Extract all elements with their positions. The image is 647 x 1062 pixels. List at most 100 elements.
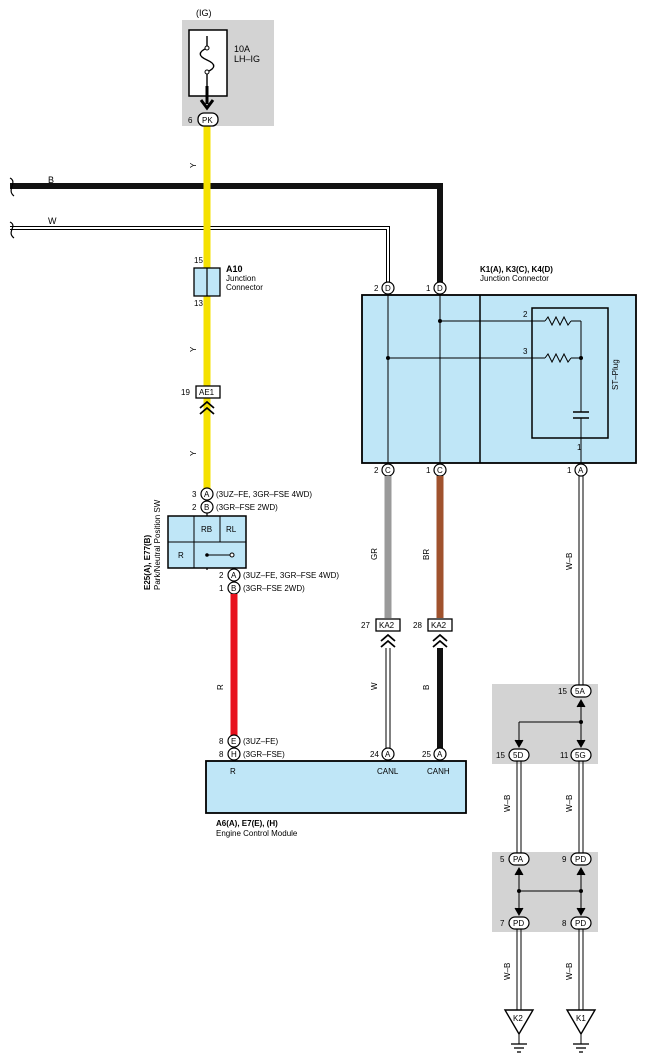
- svg-text:15: 15: [496, 751, 505, 760]
- chevron-up-icon: [199, 400, 215, 415]
- svg-text:B: B: [422, 685, 431, 690]
- fuse-group-label: (IG): [196, 8, 212, 18]
- svg-text:K2: K2: [513, 1014, 523, 1023]
- jc-title: K1(A), K3(C), K4(D): [480, 265, 553, 274]
- svg-text:BR: BR: [422, 549, 431, 560]
- a10-pin-bottom: 13: [194, 299, 203, 308]
- st-plug-label: ST–Plug: [611, 359, 620, 390]
- arrow-up-icon: [576, 866, 586, 876]
- svg-text:1: 1: [426, 466, 431, 475]
- svg-text:D: D: [437, 284, 443, 293]
- connector-ka2-27: [375, 618, 401, 632]
- svg-text:KA2: KA2: [379, 621, 395, 630]
- svg-text:2: 2: [374, 466, 379, 475]
- svg-text:R: R: [230, 767, 236, 776]
- switch-title: E25(A), E77(B): [143, 535, 152, 590]
- svg-text:CANH: CANH: [427, 767, 450, 776]
- ecm-subtitle: Engine Control Module: [216, 829, 298, 838]
- wire-y-label-2: Y: [189, 346, 198, 352]
- svg-text:1: 1: [219, 584, 224, 593]
- svg-text:25: 25: [422, 750, 431, 759]
- ground-k1-icon: [565, 1009, 597, 1036]
- svg-text:C: C: [437, 466, 443, 475]
- svg-text:2: 2: [374, 284, 379, 293]
- a10-sub2: Connector: [226, 283, 263, 292]
- svg-text:R: R: [178, 551, 184, 560]
- pin-pk-code: PK: [202, 116, 213, 125]
- svg-text:B: B: [204, 503, 209, 512]
- chevron-up-icon: [380, 633, 396, 648]
- svg-text:5D: 5D: [513, 751, 523, 760]
- svg-text:W–B: W–B: [503, 795, 512, 812]
- svg-text:KA2: KA2: [431, 621, 447, 630]
- svg-text:GR: GR: [370, 548, 379, 560]
- svg-text:8: 8: [219, 737, 224, 746]
- svg-text:7: 7: [500, 919, 505, 928]
- break-icon: [9, 221, 15, 239]
- wire-b-main: [10, 183, 443, 282]
- pin-ae1-code: AE1: [199, 388, 215, 397]
- svg-text:A: A: [204, 490, 210, 499]
- pin-pk-num: 6: [188, 116, 193, 125]
- svg-text:A: A: [231, 571, 237, 580]
- svg-text:H: H: [231, 750, 237, 759]
- resistor-icon: [544, 315, 572, 327]
- a10-pin-top: 15: [194, 256, 203, 265]
- svg-text:W: W: [370, 682, 379, 690]
- svg-text:27: 27: [361, 621, 370, 630]
- svg-text:A: A: [385, 750, 391, 759]
- wire-w-label: W: [48, 216, 57, 226]
- svg-text:PD: PD: [513, 919, 524, 928]
- wire-wb-main: [578, 476, 584, 686]
- fuse-icon: [199, 36, 215, 86]
- svg-text:(3GR–FSE 2WD): (3GR–FSE 2WD): [216, 503, 278, 512]
- svg-text:E: E: [231, 737, 236, 746]
- svg-text:PD: PD: [575, 919, 586, 928]
- svg-text:D: D: [385, 284, 391, 293]
- wire-w-main: [10, 227, 389, 282]
- svg-text:W–B: W–B: [565, 553, 574, 570]
- switch-subtitle: Park/Neutral Position SW: [153, 499, 162, 590]
- svg-text:3: 3: [192, 490, 197, 499]
- resistor-icon: [544, 352, 572, 364]
- svg-text:A: A: [578, 466, 584, 475]
- st-plug-box: [531, 307, 609, 439]
- arrow-down-icon: [576, 907, 586, 917]
- svg-text:W–B: W–B: [503, 963, 512, 980]
- fuse-box: [188, 29, 228, 97]
- svg-text:1: 1: [567, 466, 572, 475]
- arrow-up-icon: [514, 866, 524, 876]
- a10-sub1: Junction: [226, 274, 256, 283]
- svg-text:15: 15: [558, 687, 567, 696]
- connector-ka2-28: [427, 618, 453, 632]
- wire-y-label-3: Y: [189, 450, 198, 456]
- svg-text:W–B: W–B: [565, 795, 574, 812]
- fuse-name: LH–IG: [234, 54, 260, 64]
- break-icon: [9, 177, 15, 197]
- svg-text:RL: RL: [226, 525, 237, 534]
- svg-text:5: 5: [500, 855, 505, 864]
- svg-text:(3UZ–FE): (3UZ–FE): [243, 737, 278, 746]
- svg-text:CANL: CANL: [377, 767, 399, 776]
- svg-text:PA: PA: [513, 855, 524, 864]
- ground-k2-icon: [503, 1009, 535, 1036]
- svg-text:C: C: [385, 466, 391, 475]
- pin-ae1-num: 19: [181, 388, 190, 397]
- connector-ae1: [195, 385, 221, 399]
- engine-control-module: [205, 760, 467, 814]
- svg-text:1: 1: [577, 443, 582, 452]
- svg-text:W–B: W–B: [565, 963, 574, 980]
- svg-text:8: 8: [562, 919, 567, 928]
- switch-contact-icon: [229, 552, 235, 558]
- arrow-down-icon: [514, 739, 524, 749]
- svg-text:9: 9: [562, 855, 567, 864]
- svg-text:2: 2: [219, 571, 224, 580]
- svg-text:28: 28: [413, 621, 422, 630]
- svg-text:2: 2: [523, 310, 528, 319]
- svg-text:K1: K1: [576, 1014, 586, 1023]
- svg-text:5A: 5A: [575, 687, 585, 696]
- svg-text:2: 2: [192, 503, 197, 512]
- svg-text:R: R: [216, 684, 225, 690]
- connector-pk: [197, 112, 219, 127]
